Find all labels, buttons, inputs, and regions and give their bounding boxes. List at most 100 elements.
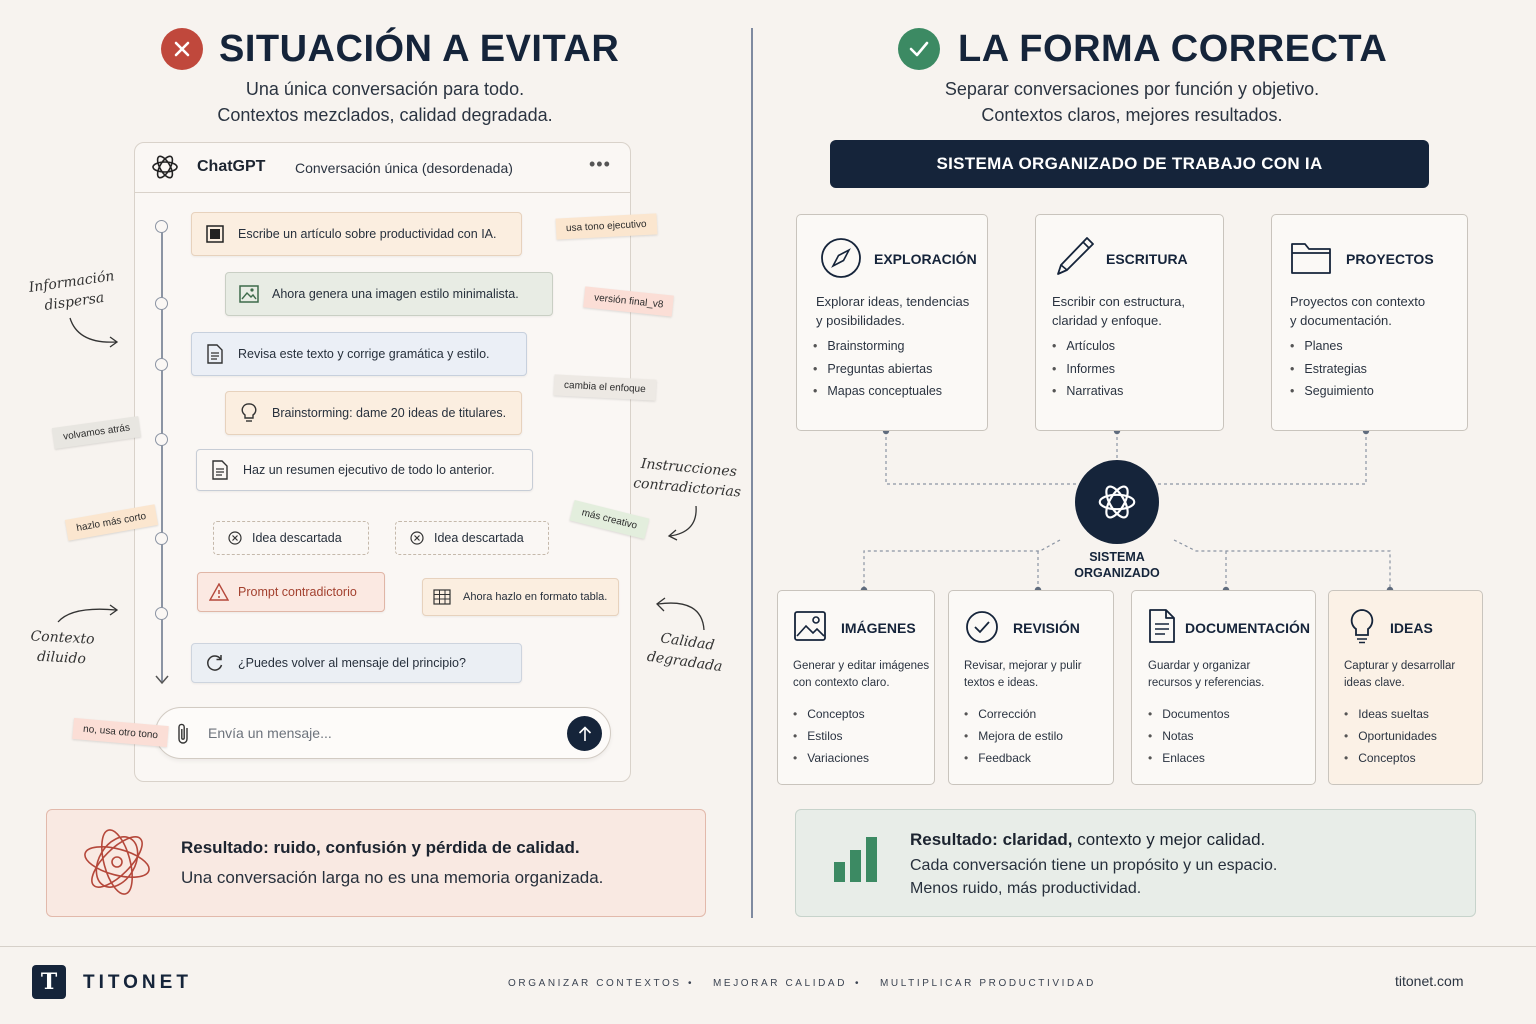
compass-icon — [820, 237, 862, 284]
card-list-item: Preguntas abiertas — [813, 362, 942, 385]
center-label-line: SISTEMA — [1089, 550, 1145, 564]
more-options-icon[interactable]: ••• — [589, 154, 611, 174]
lightbulb-icon — [1349, 608, 1375, 649]
left-title: SITUACIÓN A EVITAR — [219, 28, 620, 70]
right-result-title-bold: Resultado: — [910, 830, 998, 849]
center-hub-label: SISTEMA ORGANIZADO — [1060, 549, 1174, 581]
chat-message[interactable]: Brainstorming: dame 20 ideas de titulare… — [225, 391, 522, 435]
card-revision[interactable]: REVISIÓN Revisar, mejorar y pulir textos… — [948, 590, 1114, 785]
left-result-title: Resultado: ruido, confusión y pérdida de… — [181, 838, 580, 857]
send-button[interactable] — [567, 716, 602, 751]
timeline-dot — [155, 220, 168, 233]
card-description: Capturar y desarrollar ideas clave. — [1344, 658, 1482, 692]
left-result-box: Resultado: ruido, confusión y pérdida de… — [46, 809, 706, 917]
table-icon — [431, 586, 453, 608]
card-list-item: Conceptos — [793, 707, 869, 729]
discarded-idea[interactable]: Idea descartada — [213, 521, 369, 555]
card-desc-line: Explorar ideas, tendencias — [816, 294, 970, 309]
contradictory-prompt[interactable]: Prompt contradictorio — [197, 572, 385, 612]
right-result-box: Resultado: claridad, contexto y mejor ca… — [795, 809, 1476, 917]
right-result-title: Resultado: claridad, contexto y mejor ca… — [910, 830, 1265, 850]
footer-separator: • — [855, 978, 862, 989]
card-escritura[interactable]: ESCRITURA Escribir con estructura, clari… — [1035, 214, 1224, 431]
card-description: Guardar y organizar recursos y referenci… — [1148, 658, 1313, 692]
card-list: Conceptos Estilos Variaciones — [793, 707, 869, 773]
card-desc-line: Generar y editar imágenes — [793, 660, 930, 672]
system-banner: SISTEMA ORGANIZADO DE TRABAJO CON IA — [830, 140, 1429, 188]
chat-message-text: Ahora genera una imagen estilo minimalis… — [272, 287, 519, 301]
right-result-line3: Menos ruido, más productividad. — [910, 880, 1142, 897]
error-badge-icon — [161, 28, 203, 70]
card-title: ESCRITURA — [1106, 251, 1188, 267]
message-input[interactable]: Envía un mensaje... — [155, 707, 611, 759]
brand-logo[interactable]: T — [32, 965, 66, 999]
chat-message-text: Brainstorming: dame 20 ideas de titulare… — [272, 406, 507, 420]
chat-message[interactable]: Escribe un artículo sobre productividad … — [191, 212, 522, 256]
card-list-item: Artículos — [1052, 339, 1123, 362]
card-list-item: Conceptos — [1344, 751, 1437, 773]
card-list-item: Mejora de estilo — [964, 729, 1063, 751]
lightbulb-icon — [238, 402, 260, 424]
card-title: IDEAS — [1390, 620, 1433, 636]
attach-paperclip-icon[interactable] — [176, 722, 190, 751]
card-documentacion[interactable]: DOCUMENTACIÓN Guardar y organizar recurs… — [1131, 590, 1316, 785]
card-list: Corrección Mejora de estilo Feedback — [964, 707, 1063, 773]
chat-message[interactable]: Ahora hazlo en formato tabla. — [422, 578, 619, 616]
chat-message[interactable]: Ahora genera una imagen estilo minimalis… — [225, 272, 553, 316]
card-title: DOCUMENTACIÓN — [1185, 620, 1310, 636]
card-exploracion[interactable]: EXPLORACIÓN Explorar ideas, tendencias y… — [796, 214, 988, 431]
center-divider — [751, 28, 753, 918]
timeline-dot — [155, 358, 168, 371]
timeline-dot — [155, 297, 168, 310]
message-input-placeholder: Envía un mensaje... — [208, 725, 332, 741]
card-list-item: Brainstorming — [813, 339, 942, 362]
chat-message[interactable]: ¿Puedes volver al mensaje del principio? — [191, 643, 522, 683]
card-desc-line: ideas clave. — [1344, 677, 1405, 689]
card-list-item: Oportunidades — [1344, 729, 1437, 751]
image-icon — [793, 610, 827, 647]
card-list-item: Seguimiento — [1290, 384, 1374, 407]
timeline-arrow-icon — [154, 672, 170, 691]
discarded-idea-text: Idea descartada — [252, 531, 342, 545]
right-result-line2: Cada conversación tiene un propósito y u… — [910, 857, 1278, 874]
arrow-up-icon — [578, 725, 591, 741]
card-list-item: Mapas conceptuales — [813, 384, 942, 407]
card-list-item: Notas — [1148, 729, 1230, 751]
refresh-icon — [204, 652, 226, 674]
right-title: LA FORMA CORRECTA — [958, 28, 1388, 70]
card-proyectos[interactable]: PROYECTOS Proyectos con contexto y docum… — [1271, 214, 1468, 431]
timeline-dot — [155, 607, 168, 620]
chat-message-text: Haz un resumen ejecutivo de todo lo ante… — [243, 463, 495, 477]
check-circle-icon — [965, 610, 999, 649]
card-ideas[interactable]: IDEAS Capturar y desarrollar ideas clave… — [1328, 590, 1483, 785]
card-list: Documentos Notas Enlaces — [1148, 707, 1230, 773]
right-subtitle-line1: Separar conversaciones por función y obj… — [944, 79, 1320, 99]
card-list-item: Variaciones — [793, 751, 869, 773]
card-desc-line: Revisar, mejorar y pulir — [964, 660, 1082, 672]
chat-app-name: ChatGPT — [197, 158, 266, 175]
card-imagenes[interactable]: IMÁGENES Generar y editar imágenes con c… — [777, 590, 935, 785]
footer-url[interactable]: titonet.com — [1395, 973, 1464, 989]
card-description: Explorar ideas, tendencias y posibilidad… — [816, 292, 986, 330]
chat-message-text: Ahora hazlo en formato tabla. — [463, 591, 608, 603]
card-list: Planes Estrategias Seguimiento — [1290, 339, 1374, 407]
chat-message[interactable]: Revisa este texto y corrige gramática y … — [191, 332, 527, 376]
bar-chart-icon — [832, 834, 882, 889]
center-hub — [1075, 460, 1159, 544]
brand-logo-letter: T — [40, 969, 58, 995]
chat-message-text: ¿Puedes volver al mensaje del principio? — [238, 656, 466, 670]
card-description: Generar y editar imágenes con contexto c… — [793, 658, 935, 692]
image-icon — [238, 283, 260, 305]
card-list-item: Ideas sueltas — [1344, 707, 1437, 729]
stop-square-icon — [204, 223, 226, 245]
card-list-item: Estilos — [793, 729, 869, 751]
discarded-idea[interactable]: Idea descartada — [395, 521, 549, 555]
card-desc-line: textos e ideas. — [964, 677, 1039, 689]
center-label-line: ORGANIZADO — [1074, 566, 1160, 580]
card-description: Proyectos con contexto y documentación. — [1290, 292, 1465, 330]
right-result-title-bold2: claridad, — [1002, 830, 1073, 849]
openai-logo-icon — [149, 151, 181, 188]
card-list-item: Planes — [1290, 339, 1374, 362]
card-desc-line: con contexto claro. — [793, 677, 890, 689]
chat-message[interactable]: Haz un resumen ejecutivo de todo lo ante… — [196, 449, 533, 491]
